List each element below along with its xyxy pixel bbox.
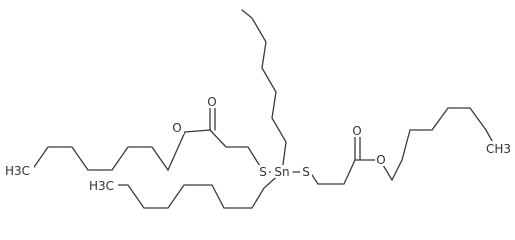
svg-text:O: O: [207, 95, 216, 109]
svg-text:H3C: H3C: [89, 179, 114, 193]
svg-text:O: O: [376, 153, 385, 167]
top-octyl-chain: [241, 9, 287, 173]
bottom-octyl-chain: [109, 171, 283, 209]
structure-svg: O O S Sn S O O H3C H3C CH3: [4, 9, 514, 209]
label-sulfur-right: S: [300, 165, 312, 179]
label-tin: Sn: [271, 165, 292, 179]
label-methyl-bottom: H3C: [88, 178, 118, 193]
svg-text:S: S: [259, 165, 267, 179]
molecule-diagram: O O S Sn S O O H3C H3C CH3: [4, 9, 514, 209]
label-carbonyl-oxygen-left: O: [206, 95, 219, 109]
label-ester-oxygen-left: O: [171, 121, 184, 135]
svg-text:O: O: [172, 121, 181, 135]
label-methyl-right: CH3: [484, 141, 514, 156]
label-ester-oxygen-right: O: [375, 153, 388, 167]
svg-text:CH3: CH3: [486, 142, 511, 156]
svg-text:O: O: [352, 124, 361, 138]
label-sulfur-left: S: [257, 165, 269, 179]
svg-text:H3C: H3C: [5, 164, 30, 178]
label-methyl-left: H3C: [4, 163, 34, 178]
left-octyl-chain: [31, 129, 211, 172]
label-carbonyl-oxygen-right: O: [351, 124, 364, 138]
right-octyl-chain: [391, 107, 497, 181]
svg-text:S: S: [302, 165, 310, 179]
svg-text:Sn: Sn: [274, 165, 289, 179]
left-ester-group: [209, 105, 264, 172]
